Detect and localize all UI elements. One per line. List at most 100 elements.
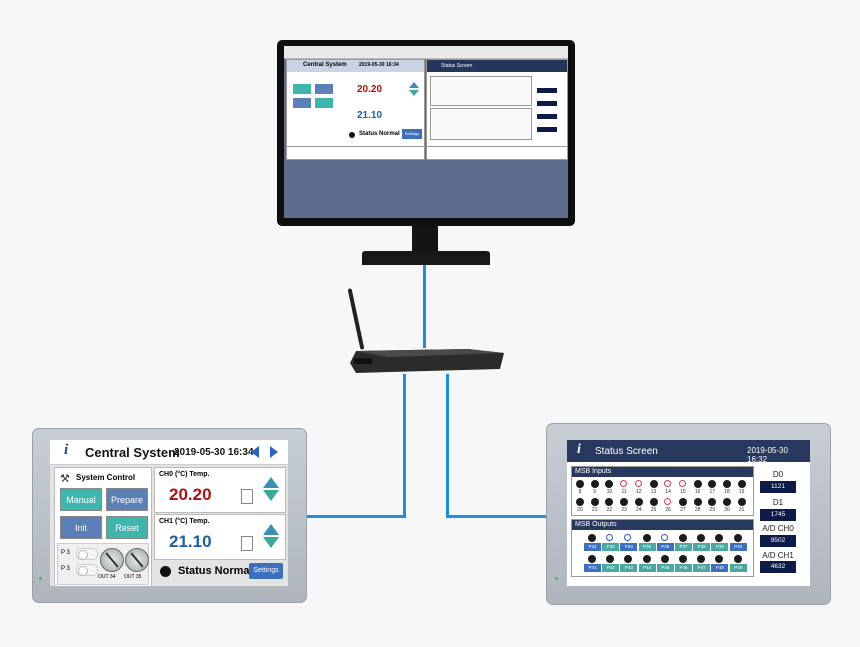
output-indicator[interactable]: P36 (656, 534, 674, 552)
input-on-icon (605, 480, 614, 488)
prepare-button[interactable]: Prepare (106, 488, 148, 511)
output-badge[interactable]: P49 (729, 564, 747, 572)
output-badge[interactable]: P42 (602, 564, 620, 572)
output-indicator[interactable]: P34 (620, 534, 638, 552)
output-badge[interactable]: P43 (620, 564, 638, 572)
info-icon[interactable]: i (64, 442, 69, 458)
ch0-checkbox[interactable] (241, 489, 253, 504)
input-indicator: 23 (618, 498, 631, 514)
output-badge[interactable]: P32 (584, 543, 601, 551)
mini-btn-init[interactable] (293, 98, 311, 108)
output-badge[interactable]: P40 (729, 543, 747, 551)
output-on-icon (624, 555, 633, 563)
nav-next-icon[interactable] (270, 446, 278, 458)
left-hmi-led (39, 577, 42, 580)
adch0-label: A/D CH0 (762, 524, 794, 533)
output-indicator[interactable]: P32 (584, 534, 601, 552)
gauge-needle (105, 552, 119, 568)
output-indicator[interactable]: P40 (729, 534, 747, 552)
output-badge[interactable]: P37 (675, 543, 692, 551)
output-indicator[interactable]: P33 (602, 534, 620, 552)
output-indicator[interactable]: P41 (584, 555, 601, 573)
ch1-checkbox[interactable] (241, 536, 253, 551)
output-indicator[interactable]: P39 (711, 534, 729, 552)
input-indicator: 21 (589, 498, 602, 514)
output-indicator[interactable]: P35 (638, 534, 656, 552)
input-off-icon (664, 498, 672, 505)
right-hmi-led (555, 577, 558, 580)
input-on-icon (576, 480, 584, 488)
input-indicator: 31 (736, 498, 749, 514)
output-badge[interactable]: P33 (602, 543, 620, 551)
output-indicator[interactable]: P49 (729, 555, 747, 573)
output-on-icon (679, 555, 687, 563)
output-indicator[interactable]: P42 (602, 555, 620, 573)
output-badge[interactable]: P34 (620, 543, 638, 551)
info-icon[interactable]: i (577, 442, 581, 457)
ch1-up-arrow-icon[interactable] (263, 524, 279, 535)
reset-button[interactable]: Reset (106, 516, 148, 539)
output-badge[interactable]: P44 (638, 564, 656, 572)
input-number: 24 (636, 507, 642, 513)
mini-status-text: Status Normal (359, 131, 400, 137)
input-indicator: 11 (618, 480, 631, 496)
input-on-icon (723, 480, 731, 488)
gauge-out35-icon (125, 548, 149, 572)
output-on-icon (642, 555, 651, 563)
system-control-label: System Control (76, 473, 136, 482)
mini-settings-button[interactable]: Settings (402, 129, 422, 139)
input-number: 15 (680, 489, 686, 495)
input-indicator: 27 (677, 498, 690, 514)
output-badge[interactable]: P47 (693, 564, 711, 572)
mini-btn-prepare[interactable] (315, 84, 333, 94)
input-on-icon (723, 498, 731, 506)
mini-arrow-up-icon[interactable] (409, 82, 419, 88)
ch0-value: 20.20 (169, 485, 212, 504)
ch1-label: CH1 (°C) Temp. (159, 518, 210, 525)
input-indicator: 17 (706, 480, 719, 496)
output-indicator[interactable]: P38 (693, 534, 711, 552)
mini-arrow-down-icon[interactable] (409, 90, 419, 96)
ch0-down-arrow-icon[interactable] (263, 490, 279, 501)
output-badge[interactable]: P36 (656, 543, 674, 551)
input-number: 28 (694, 507, 701, 513)
input-number: 11 (621, 489, 627, 495)
nav-prev-icon[interactable] (251, 446, 259, 458)
toggle-p3-1[interactable] (76, 548, 98, 560)
mini-status-window[interactable]: Status Screen (426, 59, 568, 147)
mini-btn-reset[interactable] (315, 98, 333, 108)
output-indicator[interactable]: P45 (656, 555, 674, 573)
output-badge[interactable]: P38 (693, 543, 711, 551)
mini-central-window[interactable]: Central System 2019-05-30 16:34 20.20 21… (286, 59, 425, 147)
mini-btn-manual[interactable] (293, 84, 311, 94)
ch1-down-arrow-icon[interactable] (263, 537, 279, 548)
input-number: 30 (724, 507, 730, 513)
output-on-icon (733, 534, 742, 542)
output-on-icon (606, 555, 615, 563)
output-indicator[interactable]: P44 (638, 555, 656, 573)
mini-ch1-value: 21.10 (357, 110, 383, 121)
output-badge[interactable]: P35 (638, 543, 656, 551)
input-off-icon (678, 480, 686, 487)
input-indicator: 14 (662, 480, 675, 496)
toggle-p3-2[interactable] (76, 564, 98, 576)
ch0-up-arrow-icon[interactable] (263, 477, 279, 488)
manual-button[interactable]: Manual (60, 488, 102, 511)
settings-button[interactable]: Settings (249, 563, 283, 579)
output-badge[interactable]: P45 (656, 564, 674, 572)
init-button[interactable]: Init (60, 516, 102, 539)
output-badge[interactable]: P46 (675, 564, 692, 572)
adch1-label: A/D CH1 (762, 551, 794, 560)
mini-status-title: Status Screen (441, 63, 473, 69)
input-indicator: 29 (706, 498, 719, 514)
output-on-icon (588, 534, 596, 542)
output-badge[interactable]: P39 (711, 543, 729, 551)
output-badge[interactable]: P48 (711, 564, 729, 572)
output-indicator[interactable]: P43 (620, 555, 638, 573)
output-indicator[interactable]: P37 (675, 534, 692, 552)
output-badge[interactable]: P41 (584, 564, 601, 572)
output-indicator[interactable]: P48 (711, 555, 729, 573)
output-indicator[interactable]: P47 (693, 555, 711, 573)
output-indicator[interactable]: P46 (675, 555, 692, 573)
